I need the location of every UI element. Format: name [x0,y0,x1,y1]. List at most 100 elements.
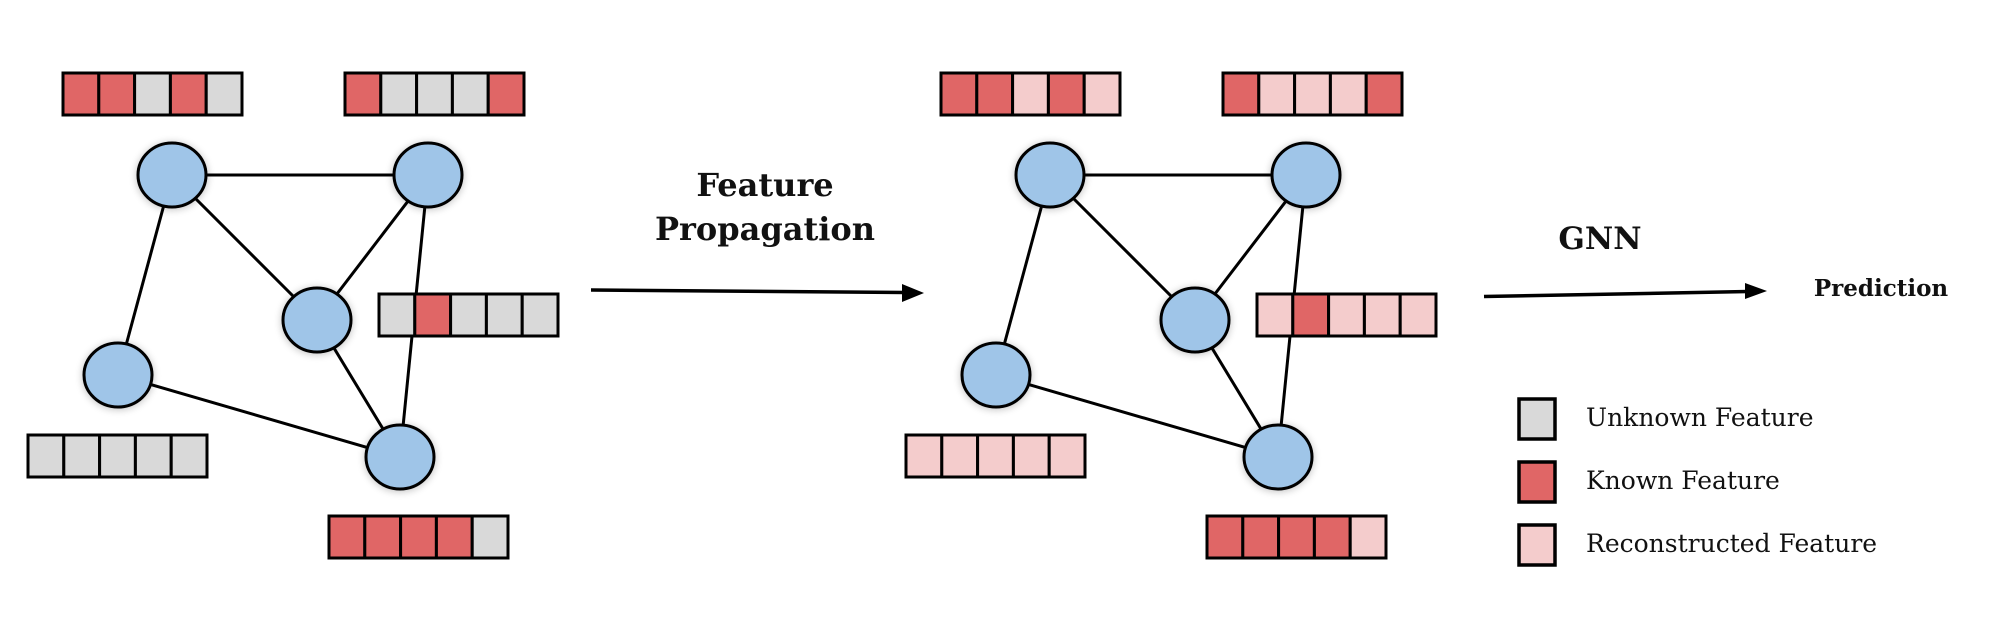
feature-cell-unknown [379,71,419,117]
legend-label-reconstructed: Reconstructed Feature [1586,529,1877,558]
node-E [960,341,1032,409]
gnn-step: GNN Prediction [1483,221,1949,302]
feature-cell-reconstructed [1082,71,1122,117]
feature-cell-unknown [450,71,490,117]
feature-vector-D [327,514,510,560]
feature-cell-unknown [470,514,510,560]
node-E [82,341,154,409]
feature-cell-known [168,71,208,117]
feature-cell-known [1221,71,1261,117]
nodes [960,141,1342,491]
feature-cell-unknown [62,433,102,479]
feature-cell-reconstructed [1047,433,1087,479]
nodes [82,141,464,491]
prediction-label: Prediction [1814,275,1949,302]
reconstructed-graph [904,71,1438,560]
feature-cell-known [434,514,474,560]
feature-cell-reconstructed [1348,514,1388,560]
feature-cell-known [939,71,979,117]
feature-cell-reconstructed [904,433,944,479]
feature-cell-unknown [377,292,417,338]
feature-cell-reconstructed [1328,71,1368,117]
feature-cell-known [1277,514,1316,560]
feature-cell-unknown [26,433,66,479]
propagation-label-line2: Propagation [655,210,875,248]
feature-cell-known [97,71,137,117]
legend-swatch-known [1517,460,1557,504]
feature-vector-A [939,71,1122,117]
legend-item-known: Known Feature [1517,460,1780,504]
propagation-label-line1: Feature [696,166,833,204]
feature-cell-known [1205,514,1245,560]
feature-cell-reconstructed [1293,71,1332,117]
feature-vector-C [377,292,560,338]
edge-E-D [117,373,401,459]
feature-cell-unknown [133,433,173,479]
edge-A-E [116,174,174,376]
input-graph [26,71,560,560]
node-A [1014,141,1086,209]
feature-cell-reconstructed [1362,292,1402,338]
feature-cell-reconstructed [1327,292,1366,338]
legend-item-reconstructed: Reconstructed Feature [1517,523,1877,567]
feature-vector-D [1205,514,1388,560]
node-D [1242,423,1314,491]
feature-cell-known [1241,514,1281,560]
node-C [281,286,353,354]
feature-cell-reconstructed [1257,71,1297,117]
edge-E-D [995,373,1279,459]
feature-vectors [904,71,1438,560]
gnn-arrowhead-icon [1745,283,1767,299]
edge-A-E [994,174,1052,376]
feature-cell-reconstructed [1011,433,1051,479]
feature-cell-known [399,514,438,560]
feature-cell-unknown [204,71,244,117]
node-A [136,141,208,209]
legend-label-unknown: Unknown Feature [1586,403,1814,432]
feature-cell-unknown [98,433,137,479]
legend-label-known: Known Feature [1586,466,1780,495]
feature-cell-reconstructed [940,433,980,479]
feature-cell-unknown [449,292,488,338]
legend-swatch-unknown [1517,397,1557,441]
node-C [1159,286,1231,354]
feature-cell-reconstructed [1255,292,1295,338]
feature-cell-known [413,292,453,338]
feature-cell-unknown [520,292,560,338]
feature-cell-known [1364,71,1404,117]
feature-cell-known [327,514,367,560]
feature-cell-unknown [484,292,524,338]
propagation-arrowhead-icon [902,284,924,302]
feature-cell-unknown [415,71,454,117]
node-B [392,141,464,209]
feature-cell-known [486,71,526,117]
feature-vector-B [343,71,526,117]
legend-item-unknown: Unknown Feature [1517,397,1814,441]
feature-cell-unknown [133,71,172,117]
feature-cell-reconstructed [1398,292,1438,338]
feature-cell-known [1291,292,1331,338]
feature-cell-reconstructed [1011,71,1050,117]
propagation-arrow-icon [590,288,906,295]
node-D [364,423,436,491]
feature-cell-known [1046,71,1086,117]
feature-vector-C [1255,292,1438,338]
feature-propagation-step: Feature Propagation [590,166,924,302]
feature-cell-reconstructed [976,433,1015,479]
feature-cell-known [1312,514,1352,560]
feature-cell-unknown [169,433,209,479]
feature-vector-A [61,71,244,117]
feature-vector-B [1221,71,1404,117]
feature-cell-known [61,71,101,117]
feature-vector-E [904,433,1087,479]
legend-swatch-reconstructed [1517,523,1557,567]
node-B [1270,141,1342,209]
feature-vector-E [26,433,209,479]
gnn-arrow-icon [1483,289,1749,299]
feature-cell-known [975,71,1015,117]
feature-vectors [26,71,560,560]
gnn-label: GNN [1558,221,1641,257]
feature-cell-known [363,514,403,560]
